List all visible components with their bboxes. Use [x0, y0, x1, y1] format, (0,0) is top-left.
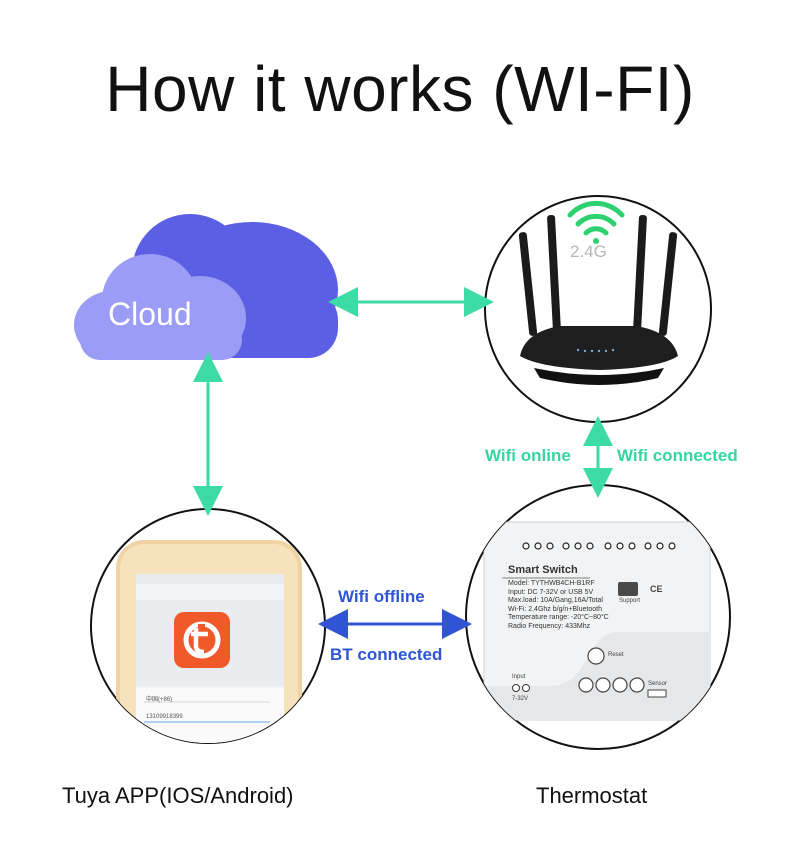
bt-connected-label: BT connected [330, 645, 443, 664]
router-node [484, 195, 712, 423]
thermostat-caption: Thermostat [536, 783, 648, 808]
spec-line: Input: DC 7-32V or USB 5V [508, 588, 594, 596]
app-caption: Tuya APP(IOS/Android) [62, 783, 294, 808]
reset-label: Reset [608, 652, 624, 658]
tuya-logo-icon [174, 612, 230, 668]
support-label: Support [619, 598, 641, 604]
spec-line: Radio Frequency: 433Mhz [508, 622, 591, 630]
spec-line: Wi-Fi: 2.4Ghz b/g/n+Bluetooth [508, 605, 602, 613]
phone-node [90, 508, 326, 744]
page-title: How it works (WI-FI) [105, 53, 695, 125]
voltage-label: 7-32V [512, 696, 529, 702]
module-name: Smart Switch [508, 564, 578, 576]
phone-number-field: 13109918399 [146, 714, 183, 720]
module-specs: Model: TYTHWB4CH-B1RF Input: DC 7-32V or… [508, 580, 609, 631]
cloud-icon [74, 214, 338, 360]
router-band-label: 2.4G [570, 242, 607, 261]
wifi-offline-label: Wifi offline [338, 587, 425, 606]
spec-line: Temperature range: -20°C~80°C [508, 614, 609, 621]
cert-label: CE [650, 584, 663, 594]
thermostat-node [465, 484, 731, 750]
sensor-label: Sensor [648, 681, 668, 687]
cloud-label: Cloud [108, 296, 192, 332]
spec-line: Max.load: 10A/Gang,16A/Total [508, 597, 603, 604]
wifi-connected-label: Wifi connected [617, 446, 738, 465]
phone-country-field: 中国(+86) [146, 697, 173, 703]
wifi-icon [567, 200, 625, 244]
spec-line: Model: TYTHWB4CH-B1RF [508, 580, 595, 587]
input-label: Input [512, 674, 526, 680]
wifi-online-label: Wifi online [485, 446, 571, 465]
